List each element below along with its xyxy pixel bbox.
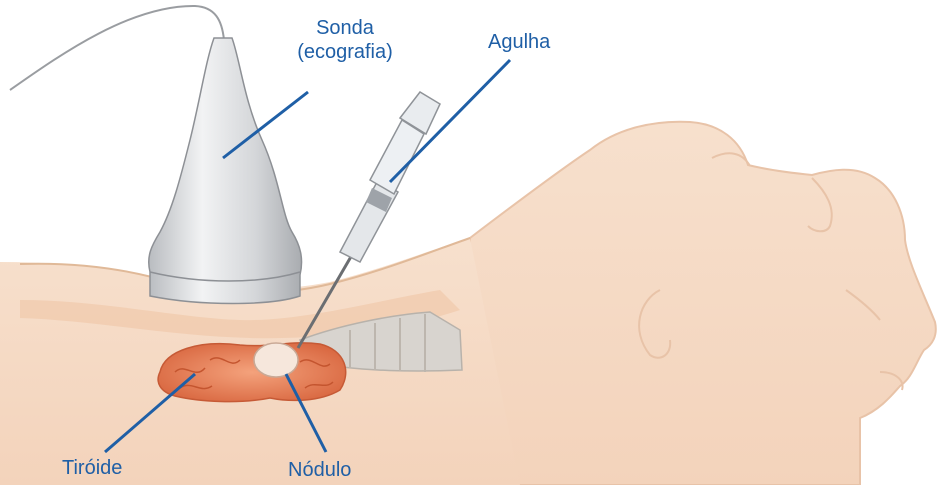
patient-head [470, 122, 936, 485]
thyroid-gland [158, 343, 346, 402]
label-nodule: Nódulo [288, 458, 351, 482]
ultrasound-probe [149, 38, 302, 304]
label-thyroid: Tiróide [62, 456, 122, 480]
label-needle: Agulha [488, 30, 550, 54]
thyroid-nodule [254, 343, 298, 377]
label-probe-line1: Sonda [316, 17, 374, 39]
label-probe: Sonda (ecografia) [255, 16, 435, 64]
probe-cable [10, 6, 224, 90]
label-probe-line2: (ecografia) [255, 40, 435, 64]
